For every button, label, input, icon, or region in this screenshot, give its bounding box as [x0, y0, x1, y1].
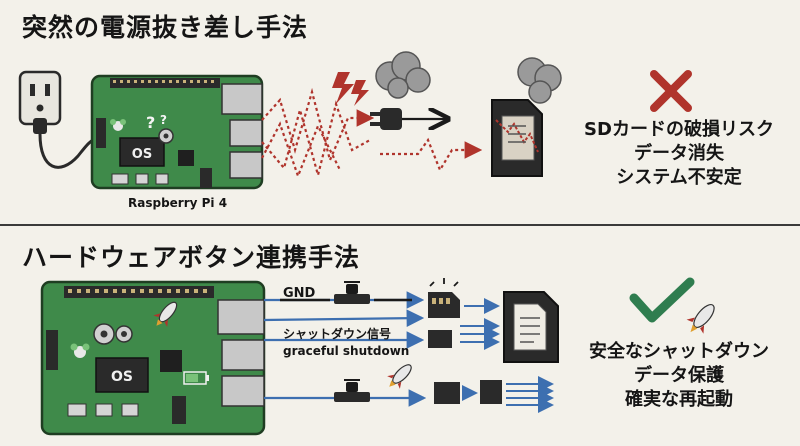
benefit-list: 安全なシャットダウン データ保護 確実な再起動	[574, 340, 784, 412]
raspberry-pi-board-top: OS ? ?	[90, 74, 264, 190]
sd-card-icon-damaged	[491, 99, 543, 177]
risk-list: SDカードの破損リスク データ消失 システム不安定	[574, 118, 784, 190]
svg-text:?: ?	[146, 113, 155, 132]
gnd-label: GND	[283, 286, 316, 301]
check-icon	[629, 277, 695, 323]
chip-icon	[434, 382, 460, 404]
sd-card-icon	[503, 291, 559, 363]
sd-card-icon-small	[428, 278, 460, 318]
section-title-hardware-button: ハードウェアボタン連携手法	[22, 243, 361, 272]
smoke-icon	[517, 57, 562, 104]
data-flow-arrows	[460, 298, 554, 413]
push-button-icon	[334, 379, 370, 402]
chip-icon	[428, 330, 452, 348]
benefit-item: 確実な再起動	[625, 389, 733, 410]
risk-item: データ消失	[634, 143, 724, 164]
os-chip-label-top: OS	[132, 147, 152, 162]
power-cable	[33, 118, 99, 169]
risk-item: SDカードの破損リスク	[584, 119, 774, 140]
os-chip-label-bottom: OS	[111, 369, 133, 385]
risk-item: システム不安定	[616, 167, 742, 188]
smoke-icon	[375, 51, 431, 99]
gear-icon	[93, 323, 133, 345]
push-button-icon	[334, 281, 370, 304]
raspberry-logo-icon	[70, 343, 90, 358]
shutdown-signal-label-en: graceful shutdown	[283, 344, 410, 358]
benefit-item: データ保護	[634, 365, 724, 386]
wall-outlet-icon	[18, 70, 62, 126]
section-title-power-cut: 突然の電源抜き差し手法	[22, 13, 309, 42]
plug-icon	[370, 108, 402, 130]
rocket-icon	[387, 364, 412, 389]
raspberry-pi-board-bottom: OS	[40, 280, 266, 436]
board-model-label: Raspberry Pi 4	[128, 196, 228, 210]
erratic-power-lines	[261, 87, 483, 180]
chip-icon	[480, 380, 502, 404]
shutdown-signal-label-ja: シャットダウン信号	[283, 327, 392, 341]
benefit-item: 安全なシャットダウン	[589, 341, 769, 362]
shutdown-signal-label: シャットダウン信号 graceful shutdown	[283, 326, 409, 360]
section-divider	[0, 224, 800, 226]
cross-icon	[650, 70, 692, 112]
svg-text:?: ?	[160, 113, 167, 127]
rocket-icon	[686, 304, 715, 334]
rocket-icon	[153, 301, 178, 327]
lightning-icon	[332, 72, 369, 106]
raspberry-logo-icon	[110, 119, 126, 131]
